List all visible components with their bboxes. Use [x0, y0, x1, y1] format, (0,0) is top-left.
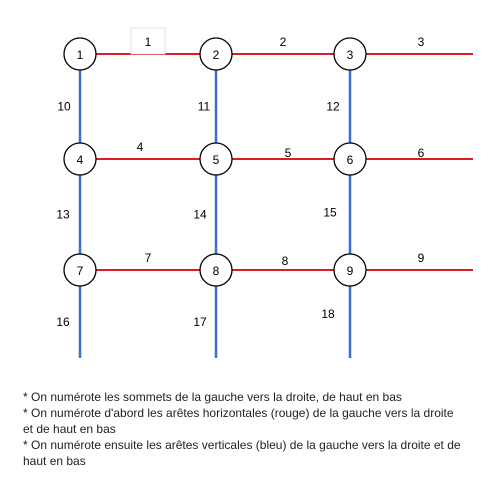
node-3: 3 [333, 37, 367, 71]
vertical-edge-label-15: 15 [323, 206, 337, 220]
vertical-edge-label-14: 14 [193, 208, 207, 222]
node-6: 6 [333, 142, 367, 176]
horizontal-edge-label-6: 6 [418, 146, 425, 160]
vertical-edge-label-18: 18 [321, 307, 335, 321]
note-vertical-edge-numbering: * On numérote ensuite les arêtes vertica… [23, 438, 461, 468]
node-label: 4 [77, 153, 84, 167]
vertical-edge-label-13: 13 [56, 208, 70, 222]
vertical-edge-label-17: 17 [193, 315, 207, 329]
node-label: 6 [347, 153, 354, 167]
node-1: 1 [63, 37, 97, 71]
node-7: 7 [63, 253, 97, 287]
node-label: 5 [213, 153, 220, 167]
horizontal-edge-label-5: 5 [285, 146, 292, 160]
node-circle [199, 37, 233, 71]
vertical-edge-label-10: 10 [57, 100, 71, 114]
notes: * On numérote les sommets de la gauche v… [23, 389, 463, 469]
vertical-edge-label-12: 12 [326, 100, 340, 114]
node-label: 8 [213, 264, 220, 278]
node-label: 3 [347, 48, 354, 62]
node-8: 8 [199, 253, 233, 287]
node-9: 9 [333, 253, 367, 287]
edge-label-box [130, 27, 166, 55]
node-4: 4 [63, 142, 97, 176]
node-label: 9 [347, 264, 354, 278]
horizontal-edge-label-1: 1 [145, 35, 152, 49]
node-circle [63, 142, 97, 176]
node-circle [333, 142, 367, 176]
node-2: 2 [199, 37, 233, 71]
node-circle [199, 142, 233, 176]
note-horizontal-edge-numbering: * On numérote d'abord les arêtes horizon… [23, 406, 454, 436]
node-label: 2 [213, 48, 220, 62]
note-vertex-numbering: * On numérote les sommets de la gauche v… [23, 390, 402, 404]
horizontal-edge-label-3: 3 [418, 35, 425, 49]
node-circle [333, 253, 367, 287]
node-label: 1 [77, 48, 84, 62]
horizontal-edge-label-4: 4 [137, 140, 144, 154]
node-5: 5 [199, 142, 233, 176]
node-circle [63, 253, 97, 287]
node-circle [63, 37, 97, 71]
horizontal-edge-label-2: 2 [280, 35, 287, 49]
node-circle [199, 253, 233, 287]
horizontal-edge-label-7: 7 [145, 251, 152, 265]
node-circle [333, 37, 367, 71]
vertical-edge-label-11: 11 [198, 100, 211, 114]
horizontal-edge-label-8: 8 [282, 254, 289, 268]
horizontal-edge-label-9: 9 [418, 251, 425, 265]
vertical-edge-label-16: 16 [56, 315, 70, 329]
node-label: 7 [77, 264, 84, 278]
